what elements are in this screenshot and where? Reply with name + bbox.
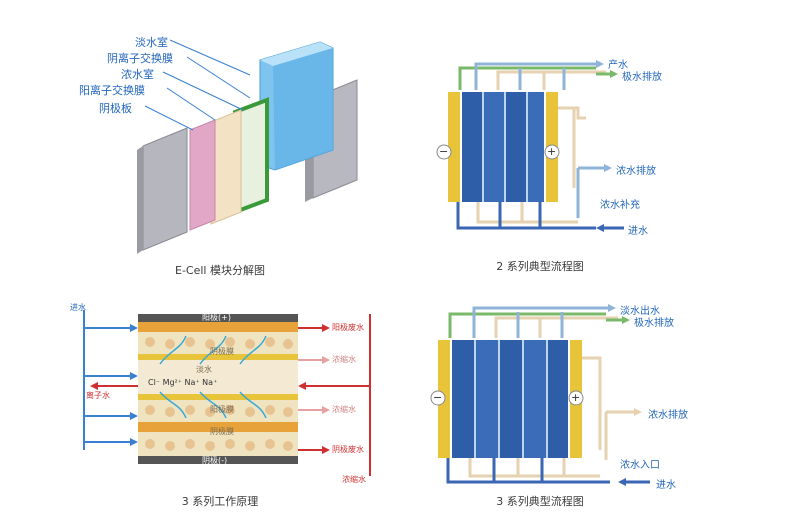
flow3-arrow-electrode <box>606 316 630 324</box>
principle-label-anode-waste: 阳极废水 <box>332 323 364 332</box>
flow3-minus-label: − <box>433 391 443 404</box>
principle-label-cathode: 阴极(-) <box>202 456 228 465</box>
flow3-panel: − + 淡水出水 极水排放 浓水排放 浓水入口 进水 <box>430 300 720 491</box>
flow3-label-electrode-drain: 极水排放 <box>634 318 674 329</box>
pink-membrane <box>189 119 216 231</box>
flow2-arrow-feed <box>596 224 624 232</box>
flow2-electrode-left <box>448 92 460 202</box>
label-dilute-chamber: 淡水室 <box>135 36 168 49</box>
flow3-minus-circle <box>430 390 446 406</box>
principle-resin-beads <box>145 337 293 451</box>
principle-label-conc-in: 浓缩水 <box>342 475 366 484</box>
principle-label-conc-top: 浓缩水 <box>332 355 356 364</box>
flow3-label-dilute-out: 淡水出水 <box>620 306 660 317</box>
flow3-arrow-dilute-out <box>590 304 616 312</box>
label-cation-membrane: 阳离子交换膜 <box>79 84 145 97</box>
principle-red-arrows <box>90 314 371 476</box>
flow2-minus-label: − <box>439 145 449 158</box>
flow2-minus-circle <box>436 144 452 160</box>
flow2-right-pipes <box>558 106 604 218</box>
flow2-label-concentrate-makeup: 浓水补充 <box>600 200 640 211</box>
flow2-label-product: 产水 <box>608 60 628 71</box>
caption-flow3: 3 系列典型流程图 <box>496 495 584 508</box>
leader-lines <box>144 39 251 131</box>
flow3-diagram <box>430 304 650 486</box>
flow3-right-pipes <box>582 356 634 460</box>
flow3-plus-label: + <box>571 391 581 404</box>
flow2-arrow-conc-drain <box>604 164 612 172</box>
caption-principle: 3 系列工作原理 <box>181 495 259 508</box>
principle-ion-paths <box>159 335 267 419</box>
label-cathode-plate: 阴极板 <box>99 102 132 115</box>
caption-exploded: E-Cell 模块分解图 <box>175 264 265 277</box>
principle-diagram <box>83 310 371 476</box>
principle-label-conc-mid: 浓缩水 <box>332 405 356 414</box>
exploded-view-diagram <box>137 39 358 254</box>
flow2-arrow-product <box>578 60 604 68</box>
exploded-view-panel: 淡水室 阴离子交换膜 浓水室 阳离子交换膜 阴极板 <box>75 20 375 260</box>
flow3-arrow-feed <box>618 478 650 486</box>
principle-label-feed: 进水 <box>70 303 86 312</box>
principle-panel: 进水 阳极(+) 阳极废水 阴极膜 浓缩水 淡水 Cl⁻ Mg²⁺ Na⁺ Na… <box>60 300 380 488</box>
flow2-top-pipes <box>458 62 606 90</box>
principle-stack <box>138 314 298 464</box>
principle-label-cathode-waste: 阴极废水 <box>332 445 364 454</box>
principle-label-membrane-top: 阴极膜 <box>210 347 234 356</box>
flow2-plus-label: + <box>547 145 557 158</box>
flow2-resin-chambers <box>462 92 544 202</box>
principle-label-product-water: 离子水 <box>86 391 110 400</box>
principle-label-anode: 阳极(+) <box>202 313 231 322</box>
flow2-panel: − + 产水 极水排放 浓水排放 浓水补充 进水 <box>428 48 700 250</box>
flow2-diagram <box>436 60 624 232</box>
blue-module-block <box>259 41 334 171</box>
principle-label-membrane-bottom: 阴极膜 <box>210 427 234 436</box>
flow2-label-electrode-drain: 极水排放 <box>622 72 662 83</box>
principle-label-ions: Cl⁻ Mg²⁺ Na⁺ Na⁺ <box>148 378 218 387</box>
label-concentrate-chamber: 浓水室 <box>121 68 154 81</box>
label-anion-membrane: 阴离子交换膜 <box>107 52 173 65</box>
flow2-plus-circle <box>544 144 560 160</box>
principle-feed-line <box>83 310 138 450</box>
principle-label-membrane-mid: 阳极膜 <box>210 405 234 414</box>
caption-flow2: 2 系列典型流程图 <box>496 260 584 273</box>
flow3-label-concentrate-in: 浓水入口 <box>620 460 660 471</box>
principle-label-dilute: 淡水 <box>196 365 212 374</box>
flow3-top-pipes <box>448 306 618 338</box>
flow2-label-feed: 进水 <box>628 226 648 237</box>
flow3-resin-chambers <box>452 340 568 458</box>
flow3-arrow-conc-drain <box>634 408 642 416</box>
flow3-plus-circle <box>568 390 584 406</box>
end-plate-left <box>137 127 188 254</box>
flow3-label-concentrate-drain: 浓水排放 <box>648 410 688 421</box>
flow2-label-concentrate-drain: 浓水排放 <box>616 166 656 177</box>
flow2-arrow-electrode <box>596 70 618 78</box>
flow3-label-feed: 进水 <box>656 480 676 491</box>
flow3-bottom-pipes <box>446 458 610 484</box>
flow2-bottom-pipes <box>456 202 596 230</box>
